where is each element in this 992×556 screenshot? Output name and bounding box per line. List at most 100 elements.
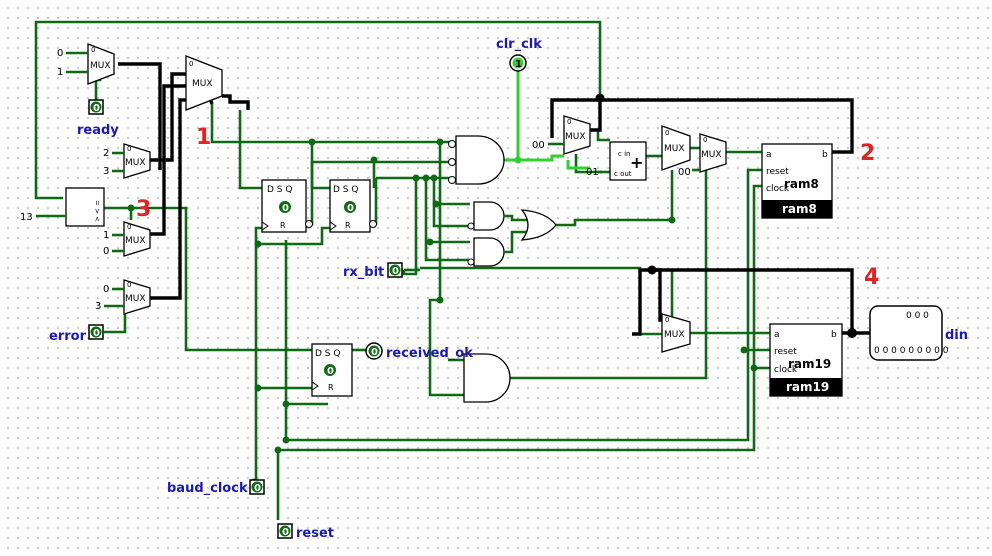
received-ok-pin: 0 xyxy=(365,342,383,360)
svg-text:ram8: ram8 xyxy=(784,177,819,191)
svg-text:0: 0 xyxy=(127,223,131,231)
and-gate-3in[interactable] xyxy=(448,135,505,185)
svg-text:MUX: MUX xyxy=(125,294,146,304)
annotation-2: 2 xyxy=(860,141,875,166)
svg-text:0: 0 xyxy=(665,316,669,324)
comparator[interactable]: = > < xyxy=(65,187,105,227)
mux-top-left[interactable]: MUX 0 xyxy=(87,43,115,85)
svg-text:= > <: = > < xyxy=(93,200,101,222)
bus-wires xyxy=(118,62,870,336)
svg-text:R: R xyxy=(328,383,334,392)
reset-pin[interactable]: 0 xyxy=(277,523,293,539)
svg-text:MUX: MUX xyxy=(125,236,146,246)
svg-text:0: 0 xyxy=(91,46,95,54)
active-wire xyxy=(500,70,590,170)
svg-text:0: 0 xyxy=(93,328,100,339)
svg-text:MUX: MUX xyxy=(192,79,213,89)
svg-text:0: 0 xyxy=(93,103,100,114)
svg-text:clock: clock xyxy=(766,184,790,194)
baud-clock-pin[interactable]: 0 xyxy=(249,479,265,495)
annotation-4: 4 xyxy=(864,265,879,290)
svg-text:R: R xyxy=(280,221,286,230)
svg-text:0: 0 xyxy=(703,136,707,144)
error-pin: 0 xyxy=(88,324,104,340)
junctions xyxy=(127,93,857,454)
svg-text:1: 1 xyxy=(515,59,522,70)
svg-text:0: 0 xyxy=(665,129,669,137)
svg-text:0: 0 xyxy=(347,203,354,214)
ready-label: ready xyxy=(77,123,119,138)
svg-text:MUX: MUX xyxy=(701,150,722,160)
const-3a: 3 xyxy=(103,166,109,177)
svg-text:MUX: MUX xyxy=(565,132,586,142)
adder[interactable]: c in + c out xyxy=(609,141,647,181)
clr-clk-pin[interactable]: 1 xyxy=(509,54,527,72)
svg-text:ram8: ram8 xyxy=(782,202,817,216)
svg-text:0: 0 xyxy=(282,203,289,214)
error-label: error xyxy=(49,329,87,344)
svg-text:D S Q: D S Q xyxy=(267,185,292,195)
svg-text:MUX: MUX xyxy=(90,61,111,71)
svg-text:reset: reset xyxy=(766,167,789,177)
mux-ram8-a[interactable]: MUX 0 xyxy=(661,125,691,171)
const-1b: 1 xyxy=(103,230,109,241)
svg-text:MUX: MUX xyxy=(664,330,685,340)
svg-text:a: a xyxy=(766,150,772,160)
din-output: 0 0 0 0 0 0 0 0 0 0 0 0 xyxy=(869,305,949,361)
svg-text:0: 0 xyxy=(327,366,334,377)
baud-clock-label: baud_clock xyxy=(167,481,248,496)
flip-flop-1[interactable]: D S Q 0 R xyxy=(261,179,313,233)
svg-text:0 0 0 0 0 0 0 0 0: 0 0 0 0 0 0 0 0 0 xyxy=(874,346,949,356)
svg-text:0: 0 xyxy=(127,281,131,289)
const-0c: 0 xyxy=(103,284,109,295)
const-0b: 0 xyxy=(103,246,109,257)
svg-text:D S Q: D S Q xyxy=(315,349,340,359)
or-gate[interactable] xyxy=(520,209,557,241)
mux-left-1[interactable]: MUX 0 xyxy=(123,143,151,179)
and-gate-bottom[interactable] xyxy=(463,353,511,403)
and-gate-b[interactable] xyxy=(467,237,505,267)
flip-flop-2[interactable]: D S Q 0 R xyxy=(329,179,377,233)
and-gate-a[interactable] xyxy=(467,201,505,231)
const-13: 13 xyxy=(20,212,33,223)
mux-main[interactable]: MUX 0 xyxy=(185,55,223,111)
annotation-1: 1 xyxy=(196,125,211,150)
svg-text:+: + xyxy=(630,153,643,172)
mux-ram8-b[interactable]: MUX 0 xyxy=(699,133,727,173)
svg-text:0: 0 xyxy=(282,527,289,538)
annotation-3: 3 xyxy=(136,197,151,222)
rx-bit-pin[interactable]: 0 xyxy=(387,262,403,278)
mux-clk[interactable]: MUX 0 xyxy=(563,115,591,155)
svg-text:0: 0 xyxy=(189,60,193,68)
svg-text:D S Q: D S Q xyxy=(333,185,358,195)
mux-left-3[interactable]: MUX 0 xyxy=(123,279,151,315)
const-2: 2 xyxy=(103,148,109,159)
svg-text:MUX: MUX xyxy=(664,144,685,154)
flip-flop-3[interactable]: D S Q 0 R xyxy=(311,343,353,397)
svg-text:0: 0 xyxy=(392,266,399,277)
mux-left-2[interactable]: MUX 0 xyxy=(123,221,151,257)
svg-text:clock: clock xyxy=(774,365,798,375)
din-label: din xyxy=(945,328,968,343)
svg-text:0: 0 xyxy=(371,347,378,358)
svg-text:c in: c in xyxy=(618,150,630,158)
reset-label: reset xyxy=(296,526,334,541)
svg-text:b: b xyxy=(831,330,837,340)
svg-text:R: R xyxy=(345,221,351,230)
ram19[interactable]: a b reset clock ram19 ram19 xyxy=(769,323,843,397)
clr-clk-label: clr_clk xyxy=(496,37,542,52)
rx-bit-label: rx_bit xyxy=(343,265,384,280)
svg-text:MUX: MUX xyxy=(125,158,146,168)
const-01: 01 xyxy=(586,167,599,178)
svg-text:reset: reset xyxy=(774,347,797,357)
const-3b: 3 xyxy=(95,301,101,312)
ram8[interactable]: a b reset clock ram8 ram8 xyxy=(761,143,833,219)
svg-text:a: a xyxy=(774,330,780,340)
const-0: 0 xyxy=(57,48,63,59)
svg-text:0 0 0: 0 0 0 xyxy=(906,311,929,321)
const-00a: 00 xyxy=(532,140,545,151)
mux-ram19[interactable]: MUX 0 xyxy=(661,313,691,353)
svg-text:0: 0 xyxy=(127,145,131,153)
svg-text:0: 0 xyxy=(254,483,261,494)
